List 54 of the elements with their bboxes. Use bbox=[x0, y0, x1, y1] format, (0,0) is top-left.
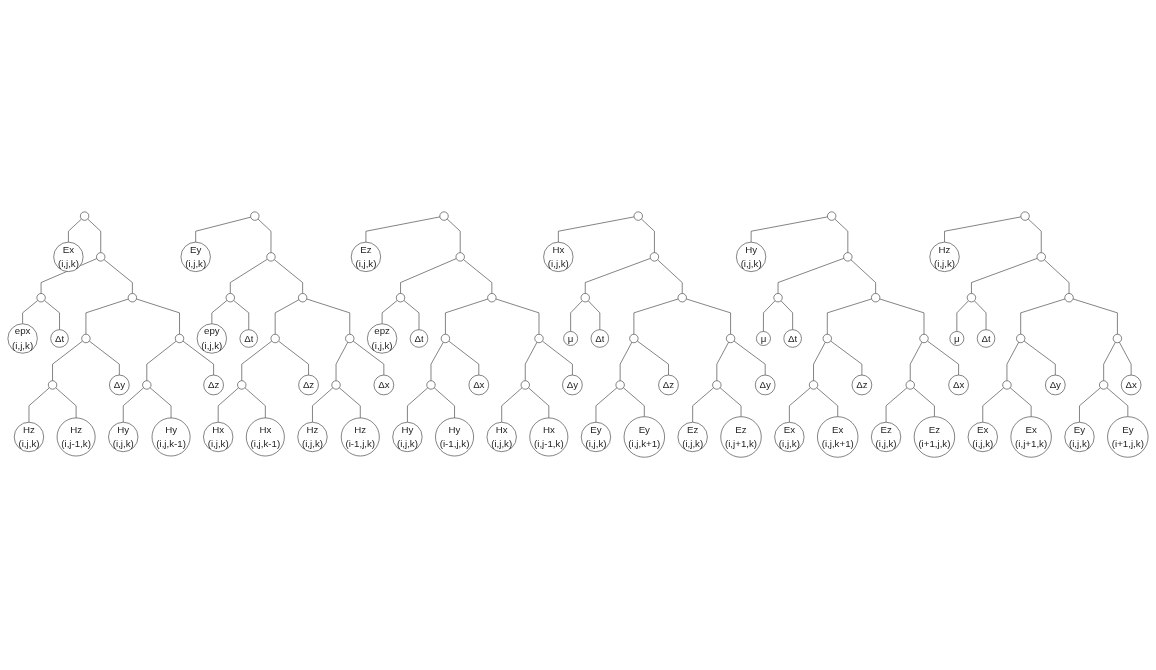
circle-node: μ bbox=[756, 331, 771, 347]
circle-node: Δx bbox=[468, 375, 489, 396]
circle-node: Δx bbox=[948, 375, 969, 396]
circle-node: Ez (i,j,k) bbox=[871, 422, 902, 453]
circle-node: Hy (i,j,k) bbox=[736, 242, 767, 273]
circle-node: Ex (i,j,k+1) bbox=[817, 416, 859, 458]
circle-node: Hx (i,j-1,k) bbox=[529, 418, 569, 457]
circle-node: Ex (i,j,k) bbox=[774, 422, 805, 453]
circle-node: Hz (i-1,j,k) bbox=[340, 418, 380, 457]
circle-node: Hy (i,j,k-1) bbox=[151, 418, 191, 457]
circle-node: Hz (i,j,k) bbox=[13, 422, 45, 453]
circle-node: Hy (i,j,k) bbox=[108, 422, 139, 453]
circle-node: Ez (i,j,k) bbox=[677, 422, 708, 453]
circle-node: Ey (i,j,k) bbox=[180, 242, 211, 273]
circle-node: Ex (i,j+1,k) bbox=[1010, 416, 1052, 458]
circle-node: Δz bbox=[298, 375, 319, 396]
circle-node: epz (i,j,k) bbox=[367, 323, 398, 354]
circle-node: Ex (i,j,k) bbox=[967, 422, 998, 453]
circle-node: Δt bbox=[239, 329, 258, 349]
circle-node: Δz bbox=[203, 375, 224, 396]
circle-node: Ey (i,j,k) bbox=[1064, 422, 1095, 453]
circle-node: Ez (i,j,k) bbox=[350, 242, 381, 273]
circle-node: Δx bbox=[1120, 375, 1142, 396]
circle-node: Ex (i,j,k) bbox=[53, 242, 84, 273]
circle-node: epy (i,j,k) bbox=[196, 323, 227, 354]
circle-node: epx (i,j,k) bbox=[7, 323, 38, 354]
circle-node: Δz bbox=[851, 375, 873, 396]
circle-node: Hy (i,j,k) bbox=[392, 422, 423, 453]
circle-node: Ez (i,j+1,k) bbox=[720, 416, 762, 458]
circle-node: Ey (i+1,j,k) bbox=[1107, 416, 1149, 458]
circle-node: Δy bbox=[755, 375, 776, 396]
circle-node: Hz (i,j,k) bbox=[297, 422, 328, 453]
circle-node: Δt bbox=[783, 329, 802, 349]
circle-node: Hx (i,j,k) bbox=[203, 422, 234, 453]
circle-node: Δt bbox=[590, 329, 609, 349]
circle-node: Δy bbox=[562, 375, 583, 396]
circle-node: Δt bbox=[976, 329, 996, 349]
circle-node: Hy (i-1,j,k) bbox=[435, 418, 474, 457]
circle-node: Hx (i,j,k-1) bbox=[245, 418, 285, 457]
circle-node: Δz bbox=[658, 375, 679, 396]
circle-node: Δy bbox=[109, 375, 130, 396]
circle-node: Ey (i,j,k) bbox=[580, 422, 611, 453]
circle-node: Hz (i,j-1,k) bbox=[56, 418, 96, 457]
circle-node: Δx bbox=[373, 375, 395, 396]
circle-node: Ey (i,j,k+1) bbox=[623, 416, 665, 458]
circle-node: μ bbox=[949, 331, 965, 347]
circle-node: Δy bbox=[1045, 375, 1066, 396]
circle-node: Δt bbox=[50, 329, 69, 349]
circle-node: μ bbox=[563, 331, 578, 347]
circle-node: Δt bbox=[409, 329, 429, 349]
circle-node: Hz (i,j,k) bbox=[929, 242, 960, 273]
circle-node: Ez (i+1,j,k) bbox=[913, 416, 955, 458]
circle-node: Hx (i,j,k) bbox=[486, 422, 517, 453]
circle-node: Hx (i,j,k) bbox=[543, 242, 574, 273]
